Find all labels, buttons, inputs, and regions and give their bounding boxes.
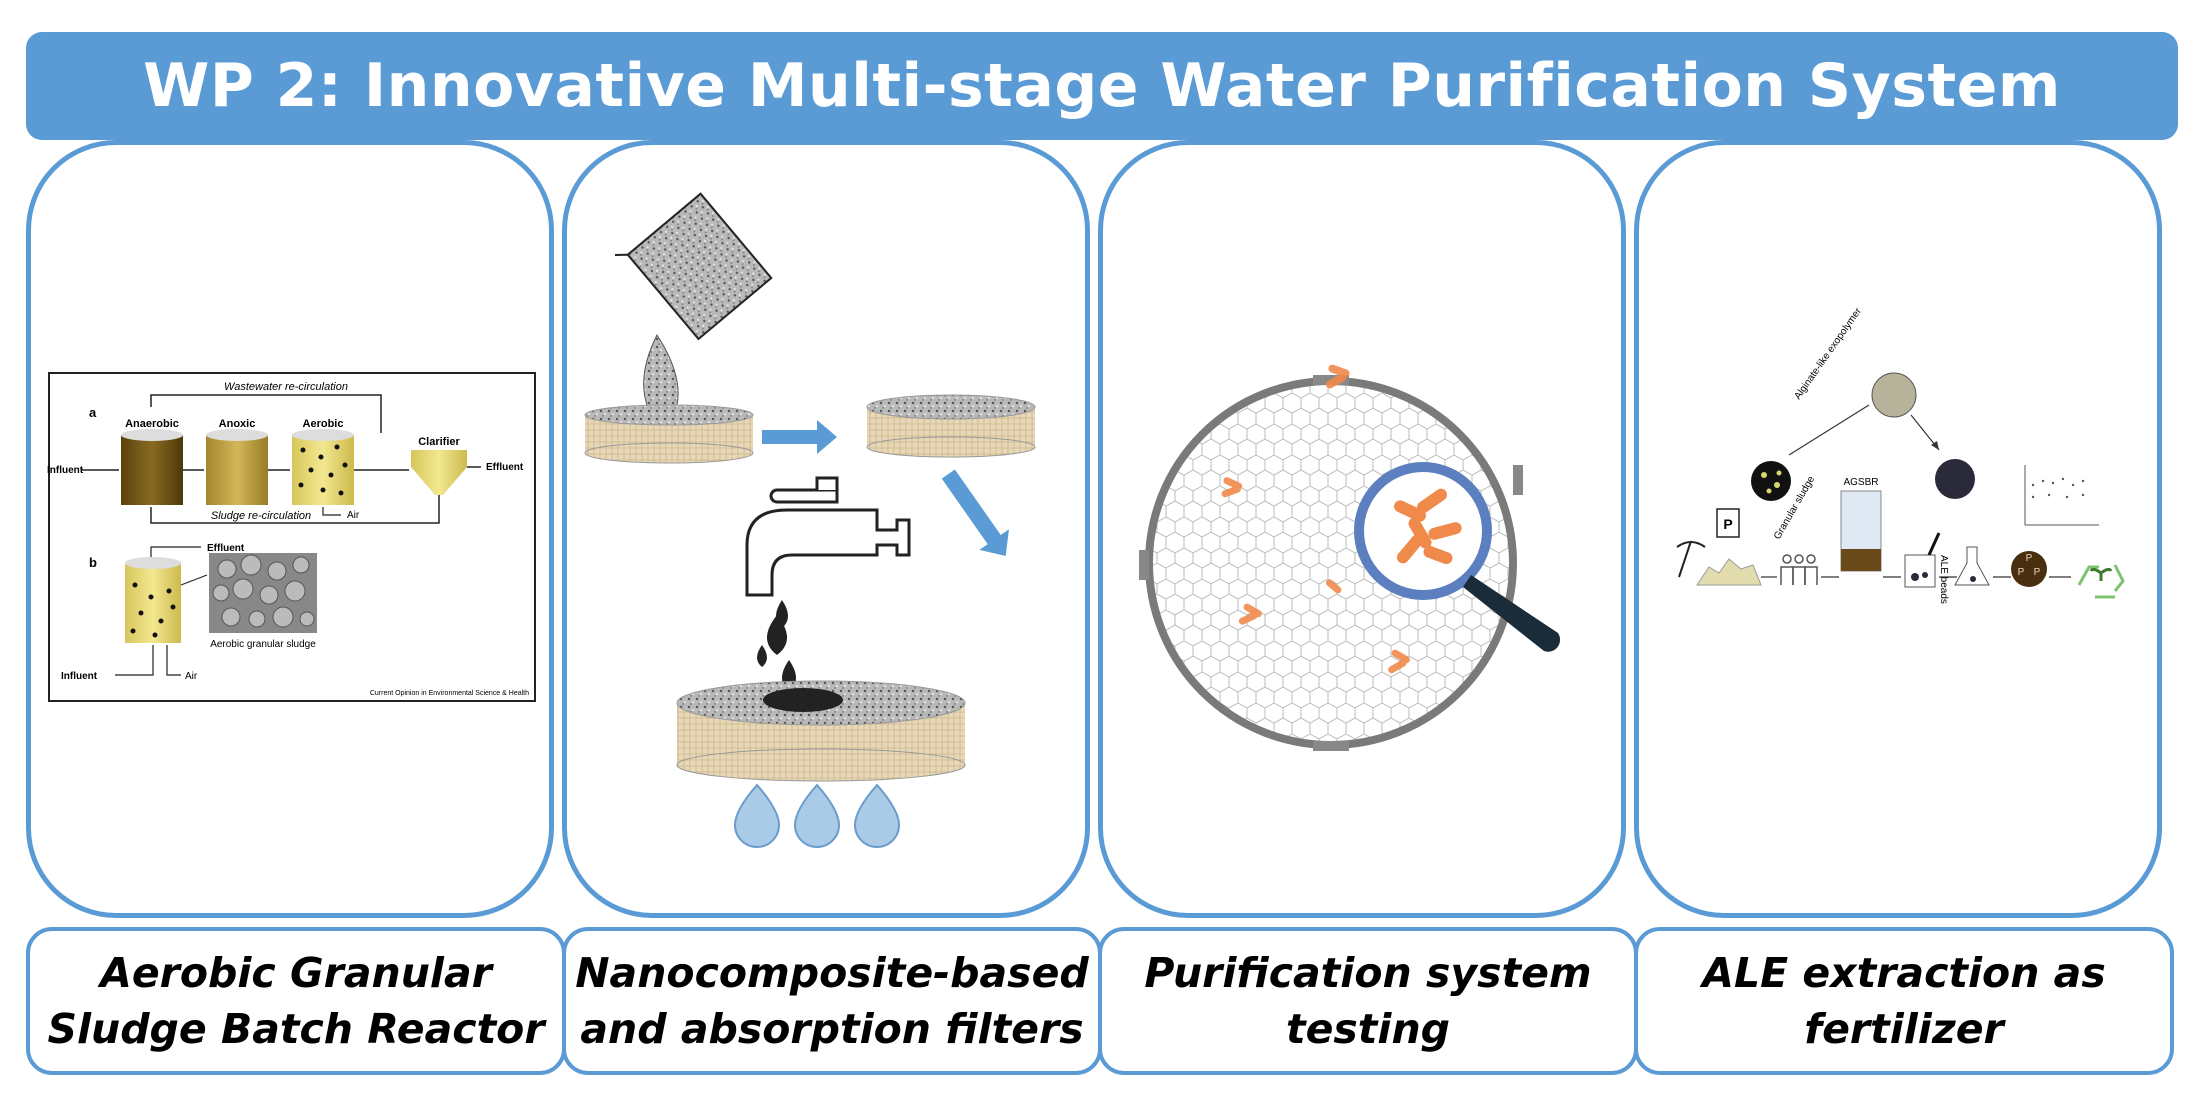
sludge-recirc-label: Sludge re-circulation — [211, 510, 311, 522]
phosphate-rock-icon: P — [1696, 508, 1762, 586]
title-banner: WP 2: Innovative Multi-stage Water Purif… — [26, 32, 2178, 140]
ale-process-diagram: Alginate-like exopolymer Granular sludge… — [1676, 306, 2125, 604]
dirty-water-drops — [757, 600, 796, 692]
agsbr-schematic: Wastewater re-circulation a Anaerobic An… — [47, 372, 536, 702]
recycle-plant-icon — [2077, 564, 2125, 599]
granule-p-left: P — [2018, 567, 2025, 578]
granule-p-right: P — [2034, 567, 2041, 578]
label-b: b — [89, 555, 97, 570]
caption-agsbr-line2: Sludge Batch Reactor — [47, 1005, 545, 1053]
caption-agsbr-line1: Aerobic Granular — [100, 949, 492, 997]
schematic-frame — [48, 372, 536, 702]
caption-filters-line2: and absorption filters — [580, 1005, 1084, 1053]
people-icon — [1780, 554, 1818, 585]
caption-filters-line1: Nanocomposite-based — [575, 949, 1089, 997]
flask-icon — [1954, 546, 1990, 586]
granular-sludge-image — [1751, 461, 1791, 501]
clarifier-label: Clarifier — [418, 436, 460, 448]
anoxic-label: Anoxic — [219, 418, 256, 430]
ale-beads-image — [1935, 459, 1975, 499]
pickaxe-icon — [1676, 540, 1706, 578]
beaker-beads-icon — [1904, 532, 1941, 588]
panel-filters — [562, 140, 1090, 918]
page-title: WP 2: Innovative Multi-stage Water Purif… — [143, 51, 2061, 121]
p-card-label: P — [1723, 516, 1732, 532]
caption-ale: ALE extraction as fertilizer — [1634, 927, 2174, 1075]
arrow-down-icon — [941, 469, 1009, 556]
beaker-icon — [614, 192, 773, 341]
caption-ale-line2: fertilizer — [1804, 1005, 2004, 1053]
anoxic-tank — [206, 435, 268, 505]
analysis-chart-icon — [2024, 465, 2099, 526]
panel-testing — [1098, 140, 1626, 918]
caption-testing: Purification system testing — [1098, 927, 1638, 1075]
filter-illustration — [584, 192, 1036, 848]
exopolymer-image — [1871, 372, 1917, 418]
panel-agsbr: Wastewater re-circulation a Anaerobic An… — [26, 140, 554, 918]
granular-label: Aerobic granular sludge — [210, 639, 316, 650]
anaerobic-label: Anaerobic — [125, 418, 179, 430]
arrow-right-icon — [762, 420, 837, 454]
influent-label-a: Influent — [47, 465, 84, 476]
influent-label-b: Influent — [61, 671, 98, 682]
clarifier-tank — [411, 450, 467, 495]
air-label-a: Air — [347, 510, 360, 521]
granule-p-top: P — [2026, 553, 2033, 564]
faucet-icon — [745, 476, 911, 597]
filter-disc-2 — [866, 394, 1036, 458]
fertilizer-granule-icon: P P P — [2011, 551, 2047, 587]
testing-illustration — [1139, 364, 1561, 751]
effluent-label-b: Effluent — [207, 543, 245, 554]
clean-water-drops — [733, 783, 901, 848]
agsbr-label: AGSBR — [1843, 477, 1878, 488]
caption-ale-line1: ALE extraction as — [1702, 949, 2106, 997]
ale-beads-label: ALE beads — [1938, 555, 1949, 604]
filter-disc-1 — [584, 404, 754, 464]
caption-testing-line1: Purification system — [1144, 949, 1592, 997]
wastewater-recirc-label: Wastewater re-circulation — [224, 381, 348, 393]
caption-testing-line2: testing — [1286, 1005, 1450, 1053]
filter-disc-3 — [676, 680, 966, 782]
panel-ale: Alginate-like exopolymer Granular sludge… — [1634, 140, 2162, 918]
air-label-b: Air — [185, 671, 198, 682]
pour-stream — [643, 333, 679, 414]
source-label: Current Opinion in Environmental Science… — [370, 690, 529, 697]
exopolymer-label: Alginate-like exopolymer — [1792, 306, 1864, 402]
caption-filters: Nanocomposite-based and absorption filter… — [562, 927, 1102, 1075]
magnifier-icon — [1354, 462, 1561, 652]
anaerobic-tank — [121, 435, 183, 505]
bacteria-clusters — [1221, 364, 1410, 674]
label-a: a — [89, 405, 97, 420]
aerobic-tank — [292, 435, 354, 505]
effluent-label-a: Effluent — [486, 462, 524, 473]
aerobic-label: Aerobic — [303, 418, 344, 430]
